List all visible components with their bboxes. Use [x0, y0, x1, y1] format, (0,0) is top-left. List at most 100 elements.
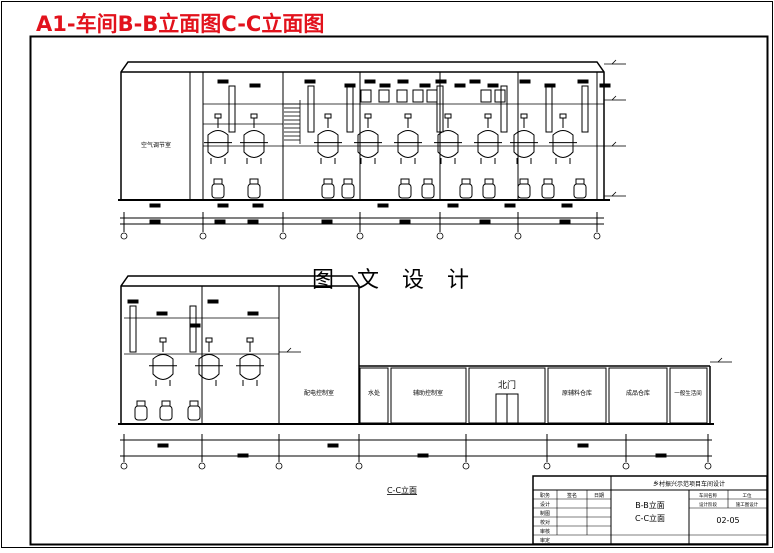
- bb-pump-0: [211, 183, 225, 199]
- tb-info-1: 车间名称: [699, 492, 717, 499]
- tb-role-1: 设计: [540, 501, 550, 508]
- bb-dim-tag-4: [447, 203, 459, 208]
- tb-info-2: 工位: [743, 492, 752, 499]
- bb-column-2: [346, 85, 354, 133]
- tb-drawing-name-1: B-B立面: [635, 500, 665, 510]
- tb-drawing-no: 02-05: [716, 516, 739, 525]
- bb-reactor-0: [207, 130, 229, 158]
- cc-pump-2-head: [189, 400, 199, 407]
- bb-pump-6: [459, 183, 473, 199]
- bb-small-vessel-1: [378, 89, 390, 103]
- bb-dim-tag2-1: [214, 219, 226, 224]
- tb-col-header-1: 职务: [540, 492, 550, 499]
- bb-tag-6: [435, 79, 447, 84]
- tb-info-3: 设计阶段: [699, 501, 717, 508]
- bb-tag-11: [544, 83, 556, 88]
- bb-column-4: [500, 85, 508, 133]
- bb-pump-7-head: [484, 178, 494, 185]
- bb-pump-4-head: [400, 178, 410, 185]
- bb-dim-tag2-0: [149, 219, 161, 224]
- bb-column-1: [307, 85, 315, 133]
- cc-pump-0: [134, 405, 148, 421]
- view-label: C-C立面: [387, 485, 417, 495]
- cc-tag-2: [189, 323, 201, 328]
- tb-info-4: 施工图设计: [736, 501, 759, 508]
- bb-dim-tag-3: [377, 203, 389, 208]
- bb-elevation: [118, 59, 626, 240]
- bb-reactor-5: [437, 130, 459, 158]
- tb-role-2: 制图: [540, 510, 550, 517]
- bb-pump-10: [573, 183, 587, 199]
- cc-dim-tag-3: [417, 453, 429, 458]
- cc-reactor-0-motor: [159, 337, 167, 343]
- bb-tag-14: [217, 79, 229, 84]
- bb-pump-8-head: [519, 178, 529, 185]
- bb-column-5: [545, 85, 553, 133]
- bb-pump-10-head: [575, 178, 585, 185]
- bb-pump-0-head: [213, 178, 223, 185]
- cc-room-label-3: 辅助控制室: [413, 389, 443, 397]
- drawing-title: A1-车间B-B立面图C-C立面图: [36, 12, 325, 36]
- bb-reactor-2-motor: [324, 113, 332, 119]
- bb-dim-tag-6: [561, 203, 573, 208]
- cc-dim-tag-0: [157, 443, 169, 448]
- bb-tag-0: [304, 79, 316, 84]
- cc-room-label-4: 北门: [498, 379, 516, 391]
- tb-role-4: 审核: [540, 528, 550, 535]
- cc-room-label-1: 配电控制室: [304, 389, 334, 397]
- cc-tag-1: [156, 311, 168, 316]
- equipment-layer: [127, 79, 667, 458]
- cc-tag-3: [207, 299, 219, 304]
- bb-pump-1: [247, 183, 261, 199]
- bb-tag-3: [379, 83, 391, 88]
- bb-reactor-7-motor: [520, 113, 528, 119]
- cc-dim-tag-2: [327, 443, 339, 448]
- bb-tag-4: [397, 79, 409, 84]
- cc-tag-4: [247, 311, 259, 316]
- cc-pump-0-head: [136, 400, 146, 407]
- bb-tag-1: [344, 83, 356, 88]
- bb-column-3: [436, 85, 444, 133]
- bb-reactor-4: [397, 130, 419, 158]
- bb-dim-tag-1: [217, 203, 229, 208]
- bb-reactor-6: [477, 130, 499, 158]
- cc-pump-2: [187, 405, 201, 421]
- tb-role-5: 审定: [540, 537, 550, 544]
- cc-reactor-2: [239, 354, 261, 380]
- bb-dim-tag-0: [149, 203, 161, 208]
- bb-tag-7: [454, 83, 466, 88]
- bb-axis-ticks: [123, 212, 598, 232]
- tb-drawing-name-2: C-C立面: [635, 513, 665, 523]
- cc-dim-tag-1: [237, 453, 249, 458]
- bb-tag-15: [599, 83, 611, 88]
- cc-room-label-5: 原辅料仓库: [562, 389, 592, 397]
- bb-reactor-1-motor: [250, 113, 258, 119]
- bb-reactor-3: [357, 130, 379, 158]
- cc-pump-1-head: [161, 400, 171, 407]
- bb-pump-8: [517, 183, 531, 199]
- bb-tag-12: [577, 79, 589, 84]
- bb-reactor-0-motor: [214, 113, 222, 119]
- tb-col-header-3: 日期: [594, 493, 604, 499]
- cc-axis-bubbles: [120, 462, 712, 470]
- bb-pump-5-head: [423, 178, 433, 185]
- bb-pump-7: [482, 183, 496, 199]
- tb-role-3: 校对: [540, 519, 550, 526]
- cc-dim-tag-4: [577, 443, 589, 448]
- bb-pump-3-head: [343, 178, 353, 185]
- bb-reactor-1: [243, 130, 265, 158]
- bb-small-vessel-3: [412, 89, 424, 103]
- bb-pump-4: [398, 183, 412, 199]
- cc-room-label-7: 一般生活间: [674, 389, 702, 397]
- bb-reactor-8: [552, 130, 574, 158]
- bb-reactor-4-motor: [404, 113, 412, 119]
- tb-project: 乡村振兴示范项目车间设计: [653, 480, 725, 488]
- bb-pump-9-head: [543, 178, 553, 185]
- bb-pump-9: [541, 183, 555, 199]
- bb-tag-5: [419, 83, 431, 88]
- inner-border: [29, 35, 769, 546]
- bb-level-marks: [604, 59, 626, 197]
- bb-reactor-8-motor: [559, 113, 567, 119]
